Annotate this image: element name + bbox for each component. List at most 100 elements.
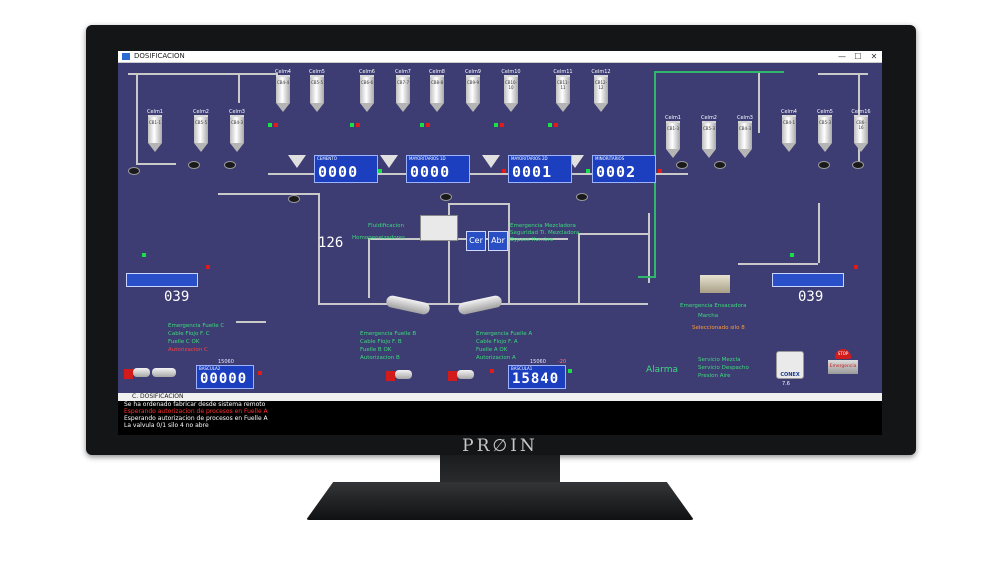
- silo-celm9[interactable]: Celm9 CB9-9: [465, 69, 481, 112]
- valve[interactable]: [288, 195, 300, 203]
- fuelle-a-status-1: Emergencia Fuelle A: [476, 331, 533, 337]
- silo-tag: CB1-1: [148, 120, 162, 125]
- bascula1-offset: -20: [558, 359, 567, 365]
- silo-label: Celm5: [308, 69, 325, 75]
- counter-value: 0000: [318, 163, 359, 181]
- console-line: Esperando autorizacion de procesos en Fu…: [124, 408, 268, 415]
- silo-celm5[interactable]: Celm5 CB5-5: [309, 69, 325, 112]
- silo-right-a2[interactable]: Celm2 CB5-3: [701, 115, 717, 158]
- silo-celm6[interactable]: Celm6 CB6-6: [359, 69, 375, 112]
- cerrar-button[interactable]: Cer: [466, 231, 486, 251]
- valve[interactable]: [188, 161, 200, 169]
- valve[interactable]: [714, 161, 726, 169]
- left-motor-value: 039: [164, 289, 190, 305]
- pipe: [268, 173, 688, 175]
- silo-right-b1[interactable]: Celm4 CB4-1: [781, 109, 797, 152]
- status-led: [502, 169, 506, 173]
- valve[interactable]: [440, 193, 452, 201]
- sacos-icon[interactable]: [700, 275, 730, 293]
- counter-label: MAYORITARIOS 2D: [511, 156, 548, 161]
- close-button[interactable]: ✕: [870, 52, 878, 61]
- valve[interactable]: [224, 161, 236, 169]
- silo-tag: CB5-3: [818, 120, 832, 125]
- conex-label: CONEX: [780, 372, 800, 378]
- mezcladora-status-1: Emergencia Mezcladora: [510, 223, 576, 229]
- valve[interactable]: [128, 167, 140, 175]
- silo-tag: CB4-3: [230, 120, 244, 125]
- process-panel: Celm4 CB4-4 Celm5 CB5-5 Celm6 CB6-6 Celm…: [118, 63, 882, 393]
- silo-tag: CB10-10: [504, 80, 518, 90]
- mezcladora-value: 126: [318, 235, 344, 251]
- silo-label: Celm6: [358, 69, 375, 75]
- status-led: [426, 123, 430, 127]
- silo-left-3[interactable]: Celm3 CB4-3: [229, 109, 245, 152]
- silo-tag: CB4-1: [782, 120, 796, 125]
- counter-label: BASCULA2: [199, 366, 221, 371]
- silo-label: Celm1: [664, 115, 681, 121]
- pipe: [818, 73, 868, 75]
- pipe: [318, 193, 320, 303]
- mezcladora-icon[interactable]: [420, 215, 458, 241]
- pipe: [448, 203, 508, 205]
- canal-c-tank[interactable]: [385, 294, 431, 316]
- pipe: [236, 321, 266, 323]
- right-motor-value: 039: [798, 289, 824, 305]
- silo-right-a3[interactable]: Celm3 CB4-3: [737, 115, 753, 158]
- silo-label: Celm3: [228, 109, 245, 115]
- truck-c: [124, 367, 150, 379]
- silo-label: Celm3: [736, 115, 753, 121]
- silo-label: Celm12: [591, 69, 611, 75]
- fuelle-a-status-3: Fuelle A OK: [476, 347, 508, 353]
- silo-celm12[interactable]: Celm12 CB12-12: [591, 69, 611, 112]
- status-led: [206, 265, 210, 269]
- emergency-stop-button[interactable]: STOP Emergencia: [828, 349, 858, 377]
- counter-minoritarios: MINORITARIOS 0002: [592, 155, 656, 183]
- valve[interactable]: [676, 161, 688, 169]
- silo-celm4[interactable]: Celm4 CB4-4: [275, 69, 291, 112]
- ensacadora-marcha: Marcha: [698, 313, 719, 319]
- silo-right-b2[interactable]: Celm5 CB5-3: [817, 109, 833, 152]
- status-led: [548, 123, 552, 127]
- silo-celm10[interactable]: Celm10 CB10-10: [501, 69, 521, 112]
- silo-left-1[interactable]: Celm1 CB1-1: [147, 109, 163, 152]
- valve[interactable]: [818, 161, 830, 169]
- fuelle-c-status-1: Emergencia Fuelle C: [168, 323, 225, 329]
- hopper-mayoritarios-1: [380, 155, 398, 168]
- pipe: [758, 73, 760, 133]
- motor-panel-left[interactable]: [126, 273, 198, 287]
- silo-celm7[interactable]: Celm7 CB7-7: [395, 69, 411, 112]
- silo-celm8[interactable]: Celm8 CB8-8: [429, 69, 445, 112]
- counter-label: CEMENTO: [317, 156, 337, 161]
- minimize-button[interactable]: —: [838, 52, 846, 61]
- status-led: [274, 123, 278, 127]
- status-led: [356, 123, 360, 127]
- conex-badge[interactable]: CONEX: [776, 351, 804, 379]
- silo-left-2[interactable]: Celm2 CB5-5: [193, 109, 209, 152]
- pipe: [818, 203, 820, 263]
- valve[interactable]: [576, 193, 588, 201]
- status-led: [500, 123, 504, 127]
- silo-celm11[interactable]: Celm11 CB11-11: [553, 69, 573, 112]
- monitor-stand-neck: [440, 455, 560, 485]
- homogeneizadores-label: Homogeneizadores: [352, 235, 405, 241]
- motor-panel-right[interactable]: [772, 273, 844, 287]
- status-led: [568, 369, 572, 373]
- alarm-item-3: Presion Aire: [698, 373, 731, 379]
- valve[interactable]: [852, 161, 864, 169]
- truck-a: [448, 369, 474, 381]
- silo-label: Celm11: [553, 69, 573, 75]
- maximize-button[interactable]: ☐: [854, 52, 862, 61]
- silo-tag: CB1-3: [666, 126, 680, 131]
- silo-label: Celm4: [274, 69, 291, 75]
- silo-right-a1[interactable]: Celm1 CB1-3: [665, 115, 681, 158]
- canal-a-tank[interactable]: [457, 294, 503, 316]
- counter-mayoritarios-2: MAYORITARIOS 2D 0001: [508, 155, 572, 183]
- counter-mayoritarios-1: MAYORITARIOS 1D 0000: [406, 155, 470, 183]
- pipe: [508, 203, 510, 303]
- silo-tag: CB5-5: [194, 120, 208, 125]
- silo-right-b3[interactable]: Celm16 CB6-16: [851, 109, 871, 152]
- status-led: [554, 123, 558, 127]
- status-led: [350, 123, 354, 127]
- abrir-button[interactable]: Abr: [488, 231, 508, 251]
- truck-c-tank: [152, 367, 178, 379]
